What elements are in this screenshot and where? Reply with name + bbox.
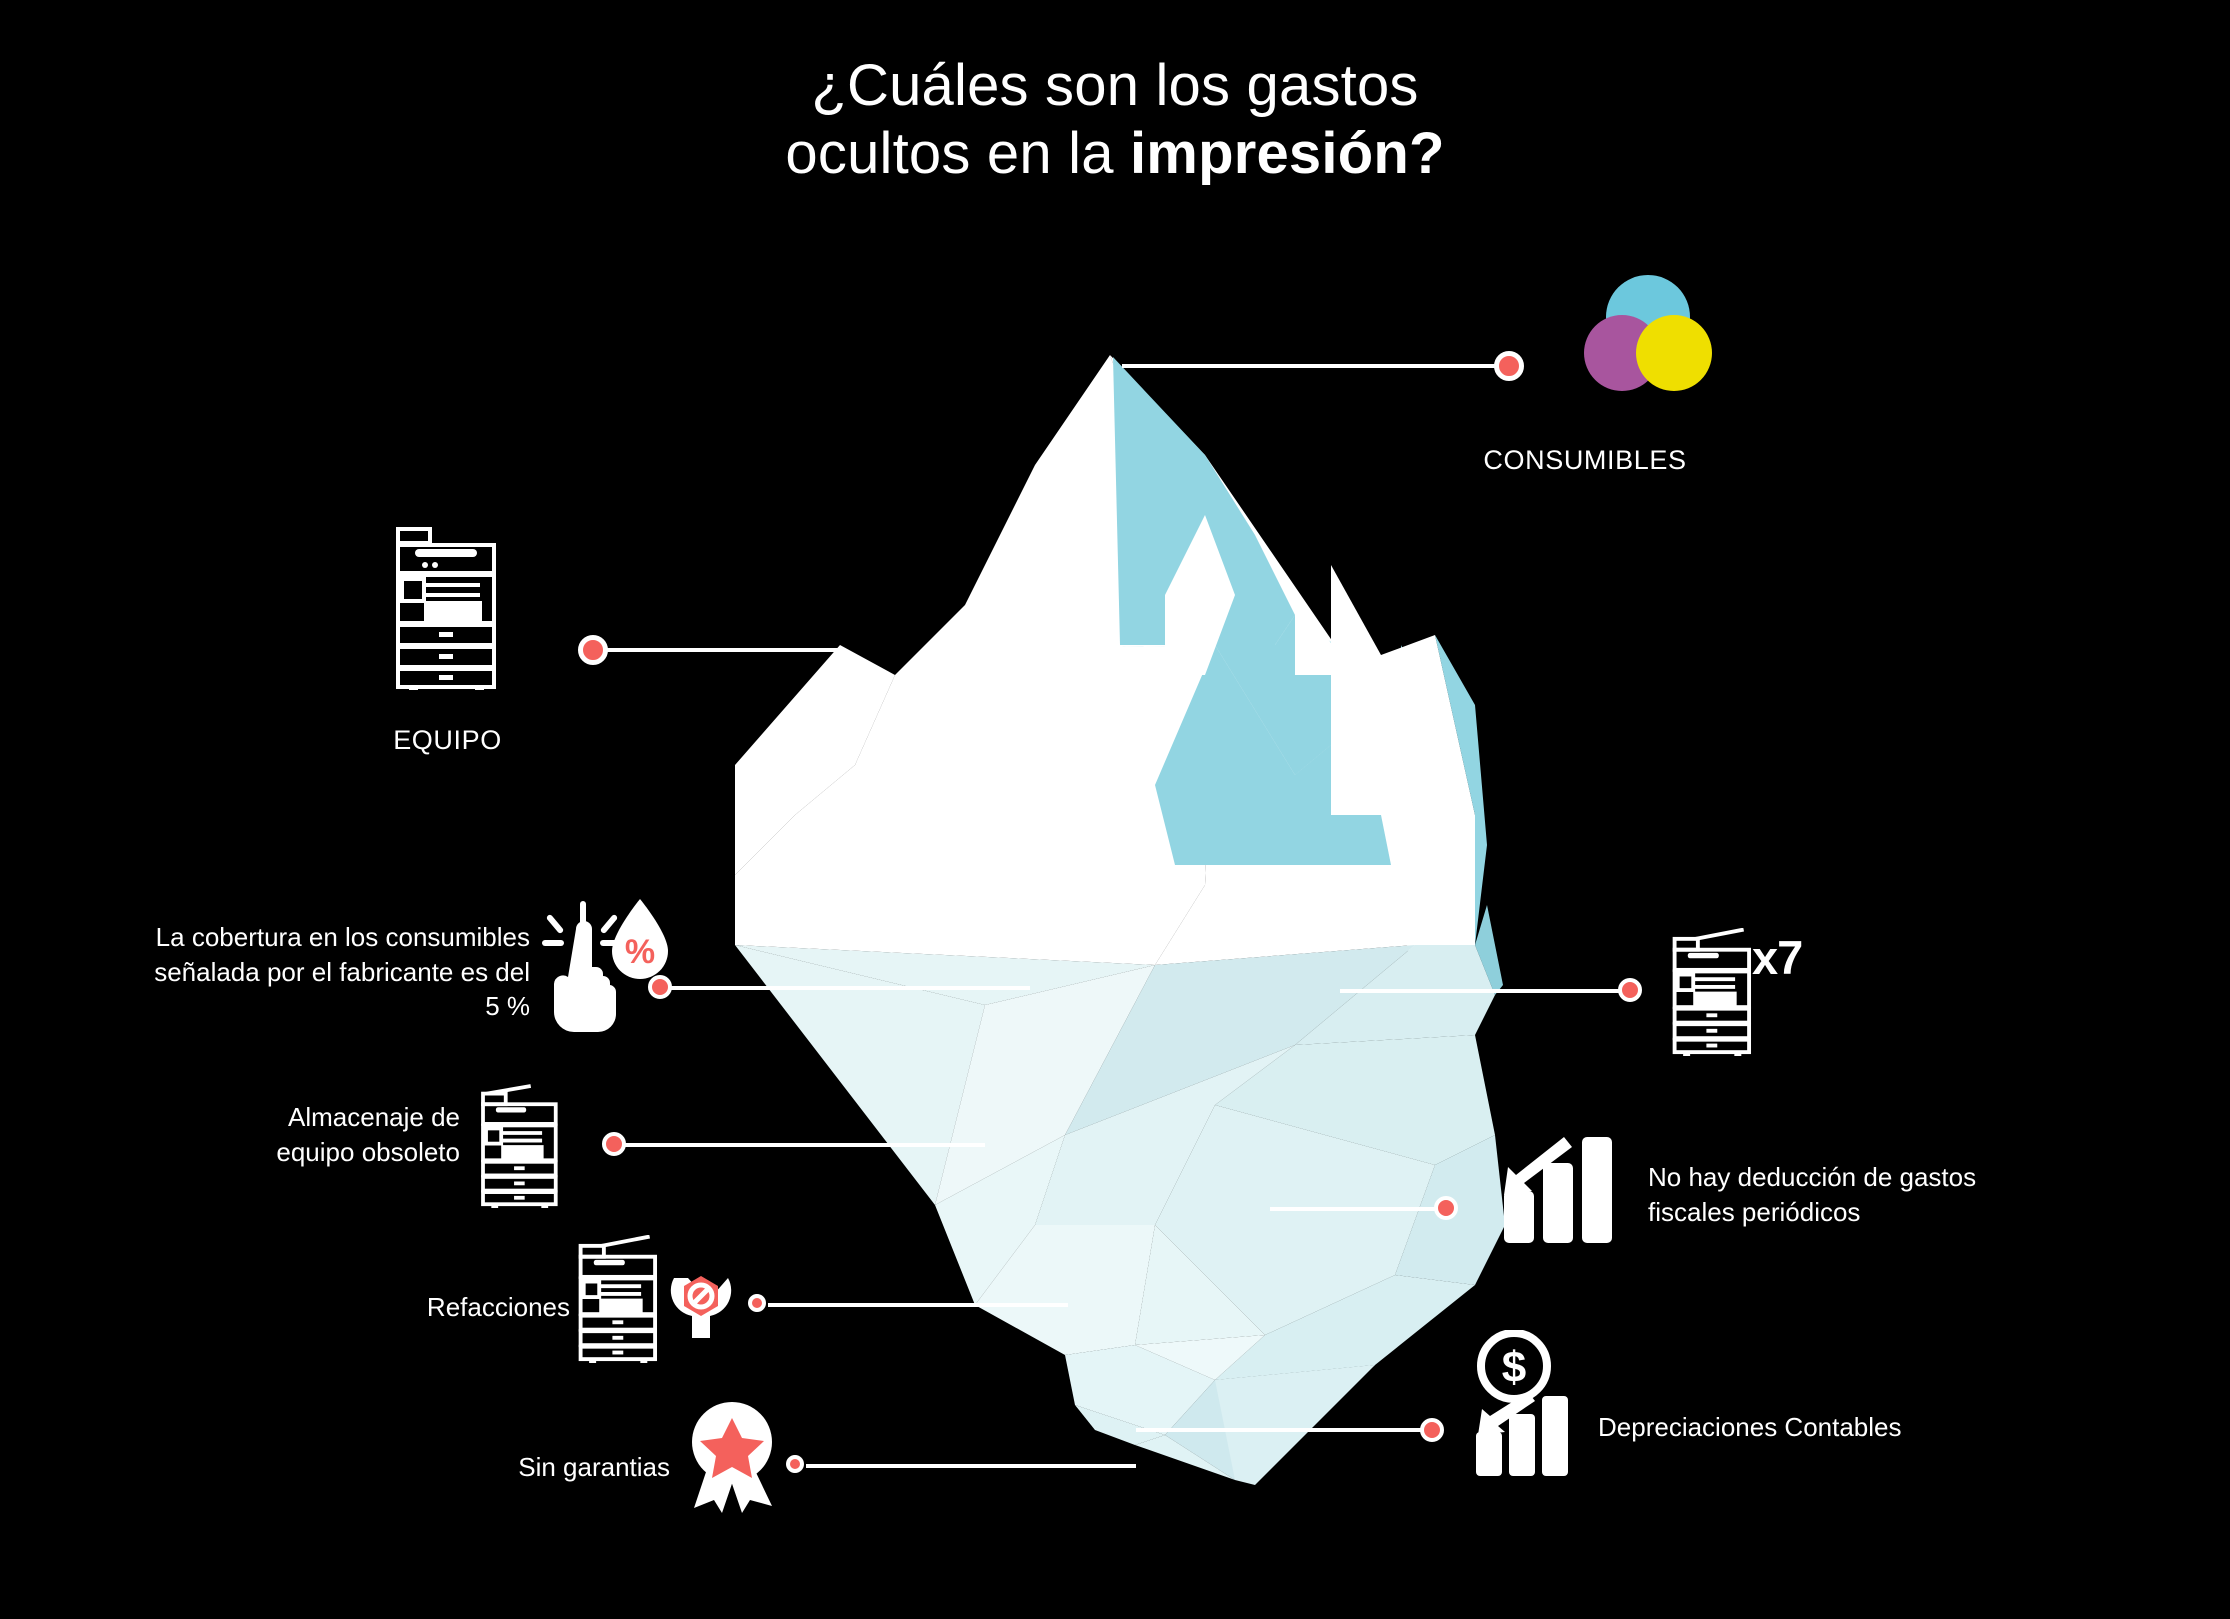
callout-label-cobertura: La cobertura en los consumibles señalada…: [154, 922, 530, 1022]
callout-label-equipo: EQUIPO: [393, 725, 502, 755]
callout-label-almacenaje: Almacenaje de equipo obsoleto: [276, 1102, 460, 1167]
connector-dot-equipo[interactable]: [578, 635, 608, 665]
printer-icon-refacciones: [578, 1235, 658, 1363]
connector-sin-garantias: [806, 1464, 1136, 1468]
connector-deduccion: [1270, 1207, 1450, 1211]
connector-dot-deduccion[interactable]: [1434, 1196, 1458, 1220]
callout-label-multiplicador: x7: [1752, 931, 1803, 984]
page-title: ¿Cuáles son los gastos ocultos en la imp…: [0, 52, 2230, 189]
connector-multiplicador: [1340, 989, 1630, 993]
connector-dot-almacenaje[interactable]: [602, 1132, 626, 1156]
title-line-2-plain: ocultos en la: [785, 121, 1130, 187]
connector-dot-consumibles[interactable]: [1494, 351, 1524, 381]
dollar-bar-chart-down-icon: $: [1476, 1330, 1568, 1476]
callout-label-depreciaciones: Depreciaciones Contables: [1598, 1412, 1902, 1442]
connector-consumibles: [1122, 364, 1502, 368]
connector-dot-refacciones[interactable]: [748, 1294, 766, 1312]
cmyk-circles-icon: [1584, 275, 1712, 391]
printer-icon-almacenaje: [481, 1084, 558, 1208]
iceberg-below-water: [735, 905, 1505, 1485]
callout-label-refacciones: Refacciones: [426, 1292, 570, 1322]
callout-label-consumibles: CONSUMIBLES: [1483, 445, 1687, 475]
iceberg-above-water: [735, 355, 1487, 985]
iceberg-illustration: [735, 355, 1505, 1485]
connector-dot-sin-garantias[interactable]: [786, 1455, 804, 1473]
svg-text:%: %: [625, 933, 655, 971]
connector-dot-multiplicador[interactable]: [1618, 978, 1642, 1002]
title-line-2: ocultos en la impresión?: [0, 120, 2230, 188]
pointing-hand-droplet-percent-icon: %: [542, 899, 668, 1032]
callout-label-sin-garantias: Sin garantias: [518, 1452, 670, 1482]
connector-almacenaje: [625, 1143, 985, 1147]
title-line-2-bold: impresión?: [1129, 121, 1445, 187]
connector-dot-depreciaciones[interactable]: [1420, 1418, 1444, 1442]
printer-icon-multiplicador: [1672, 928, 1752, 1056]
connector-dot-cobertura[interactable]: [648, 975, 672, 999]
connector-refacciones: [768, 1303, 1068, 1307]
wrench-blocked-icon: [670, 1276, 732, 1338]
connector-cobertura: [670, 986, 1030, 990]
printer-icon-equipo: [396, 527, 496, 690]
callout-label-deduccion: No hay deducción de gastos fiscales peri…: [1648, 1162, 1977, 1227]
svg-text:$: $: [1502, 1343, 1526, 1392]
award-ribbon-star-icon: [692, 1402, 772, 1513]
bar-chart-down-arrow-icon: [1504, 1137, 1612, 1243]
title-line-1: ¿Cuáles son los gastos: [811, 53, 1419, 118]
connector-depreciaciones: [1136, 1428, 1426, 1432]
connector-equipo: [600, 648, 840, 652]
